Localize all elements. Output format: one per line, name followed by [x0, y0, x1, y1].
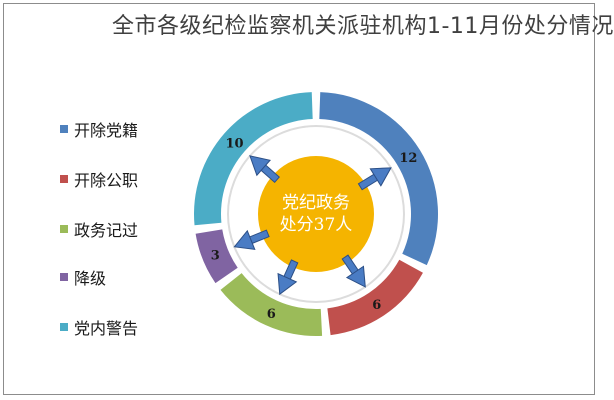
legend-item-0: 开除党籍	[60, 118, 138, 140]
slice-value-label-0: 12	[399, 151, 417, 166]
chart-frame	[3, 3, 595, 395]
arrow-3	[233, 229, 270, 250]
legend-swatch	[60, 175, 68, 183]
legend-swatch	[60, 225, 68, 233]
legend-label: 党内警告	[74, 319, 139, 338]
donut-slice-1	[327, 259, 423, 336]
legend-swatch	[60, 273, 68, 281]
legend-item-3: 降级	[60, 266, 106, 288]
legend-swatch	[60, 125, 68, 133]
legend-swatch	[60, 323, 68, 331]
center-disk	[258, 156, 374, 272]
arrow-2	[277, 259, 299, 296]
inner-ring	[227, 125, 405, 303]
chart-title: 全市各级纪检监察机关派驻机构1-11月份处分情况	[112, 14, 614, 39]
slice-value-label-3: 3	[211, 248, 220, 263]
arrow-1	[341, 254, 366, 288]
legend-item-1: 开除公职	[60, 168, 138, 190]
legend-item-4: 党内警告	[60, 316, 138, 338]
legend-label: 降级	[74, 269, 107, 288]
chart-canvas: 全市各级纪检监察机关派驻机构1-11月份处分情况 开除党籍开除公职政务记过降级党…	[3, 3, 614, 395]
center-text-1: 处分37人	[280, 215, 353, 235]
slice-value-label-1: 6	[372, 298, 381, 313]
arrow-0	[357, 167, 392, 191]
legend-label: 政务记过	[74, 221, 139, 240]
slice-value-label-4: 10	[226, 136, 244, 151]
donut-slice-4	[193, 92, 313, 226]
legend-item-2: 政务记过	[60, 218, 138, 240]
donut-slice-2	[220, 273, 323, 337]
donut-slice-0	[319, 92, 438, 266]
slice-value-label-2: 6	[267, 307, 276, 322]
arrow-4	[249, 155, 280, 183]
legend-label: 开除党籍	[74, 121, 139, 140]
donut-slice-3	[195, 229, 238, 284]
legend-label: 开除公职	[74, 171, 139, 190]
center-text-0: 党纪政务	[282, 193, 350, 213]
